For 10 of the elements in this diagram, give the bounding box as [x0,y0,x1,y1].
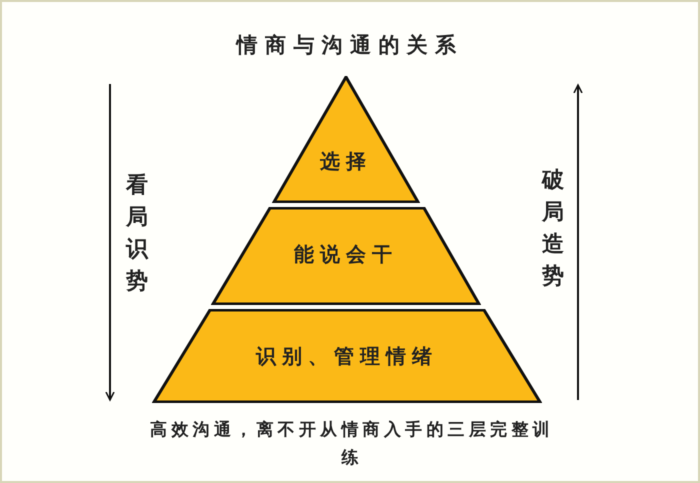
side-label: 破局造势 [542,166,564,291]
side-label: 看局识势 [126,171,148,296]
title: 情商与沟通的关系 [234,31,464,59]
pyramid-layer [272,76,420,203]
caption: 高效沟通，离不开从情商入手的三层完整训练 [149,419,555,470]
layer-label: 选择 [319,148,373,175]
layer-label: 能说会干 [293,241,399,268]
pyramid-layer [152,309,542,403]
pyramid-layer [211,207,481,305]
layer-label: 识别、管理情绪 [254,343,439,370]
